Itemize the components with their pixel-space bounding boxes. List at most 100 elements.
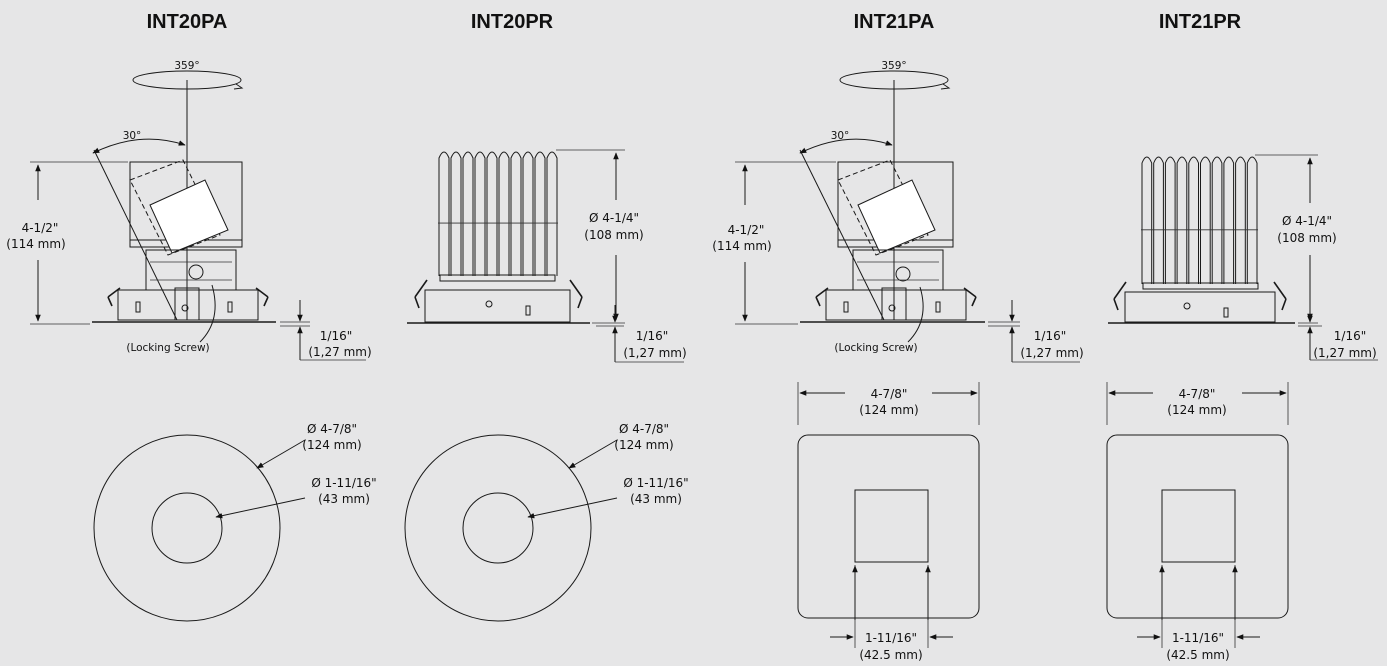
heat-sink-fin (1211, 156, 1223, 284)
side-view-int20pa: 359° 30° 4-1/2" (114 mm) (6, 60, 372, 361)
flange-label-mm: (1,27 mm) (308, 345, 371, 359)
aperture-square (1161, 489, 1236, 563)
model-title-int20pr: INT20PR (471, 11, 554, 33)
heat-sink-fin (1235, 156, 1246, 284)
height-label-mm: (114 mm) (712, 239, 771, 253)
mounting-frame (424, 289, 571, 323)
front-view-int20pr: Ø 4-7/8" (124 mm) Ø 1-11/16" (43 mm) (404, 422, 689, 622)
tilt-label: 30° (831, 130, 850, 142)
inner-width-label-mm: (42.5 mm) (1166, 648, 1229, 662)
model-title-int21pr: INT21PR (1159, 11, 1242, 33)
spring-clip-left (815, 287, 829, 298)
tilted-module (857, 179, 936, 254)
heat-sink-fin (450, 151, 462, 276)
flange-label-mm: (1,27 mm) (1020, 346, 1083, 360)
front-view-int21pr: 4-7/8" (124 mm) 1-11/16" (42.5 mm) (1106, 382, 1289, 662)
model-title-int20pa: INT20PA (147, 11, 228, 33)
inner-diameter-leader (215, 497, 306, 519)
rotation-label: 359° (881, 60, 906, 72)
diameter-label-in: Ø 4-1/4" (1282, 214, 1332, 228)
spring-clip-left (107, 287, 121, 298)
inner-width-label-in: 1-11/16" (865, 631, 917, 645)
outer-width-label-mm: (124 mm) (1167, 403, 1226, 417)
outer-width-label-in: 4-7/8" (1179, 387, 1216, 401)
heat-sink-fins (1141, 156, 1258, 284)
inner-diameter-leader (527, 497, 618, 519)
spring-clip-right (569, 279, 583, 298)
spring-clip-right (255, 287, 269, 298)
heat-sink-fin (486, 151, 498, 276)
outer-diameter-leader (256, 439, 306, 469)
heat-sink-fin (534, 151, 546, 276)
tilted-module (149, 179, 229, 254)
heat-sink-fin (1200, 156, 1211, 284)
outer-width-label-in: 4-7/8" (871, 387, 908, 401)
heat-sink-fin (1188, 156, 1199, 284)
heat-sink-fin (1164, 156, 1176, 284)
flange-label-in: 1/16" (320, 329, 352, 343)
heat-sink-fin (1141, 156, 1153, 284)
tilted-module-outline (129, 159, 221, 256)
spring-clip-right (963, 287, 977, 298)
outer-diameter-label-in: Ø 4-7/8" (307, 422, 357, 436)
flange-label-mm: (1,27 mm) (623, 346, 686, 360)
front-view-int20pa: Ø 4-7/8" (124 mm) Ø 1-11/16" (43 mm) (93, 422, 377, 622)
spring-clip-left (414, 279, 428, 298)
heat-sink-fin (522, 151, 534, 276)
trim-outer-square (1106, 434, 1289, 619)
tilt-axis (93, 149, 178, 321)
inner-width-label-in: 1-11/16" (1172, 631, 1224, 645)
rotation-arrowhead-icon (233, 83, 244, 90)
heat-sink-fin (474, 151, 486, 276)
flange-label-in: 1/16" (1334, 329, 1366, 343)
side-view-int21pr: Ø 4-1/4" (108 mm) 1/16" (1,27 mm) (1108, 154, 1378, 361)
inner-diameter-label-in: Ø 1-11/16" (623, 476, 688, 490)
locking-screw-label: (Locking Screw) (834, 342, 917, 354)
locking-screw-icon (895, 266, 911, 282)
height-label-in: 4-1/2" (22, 221, 59, 235)
inner-diameter-label-in: Ø 1-11/16" (311, 476, 376, 490)
outer-diameter-label-mm: (124 mm) (614, 438, 673, 452)
outer-diameter-label-mm: (124 mm) (302, 438, 361, 452)
flange-label-in: 1/16" (1034, 329, 1066, 343)
mounting-frame (825, 289, 967, 321)
diameter-label-mm: (108 mm) (584, 228, 643, 242)
outer-diameter-leader (568, 439, 618, 469)
locking-screw-icon (188, 264, 204, 280)
flange-label-mm: (1,27 mm) (1313, 346, 1376, 360)
heat-sink-fins (438, 151, 558, 276)
spring-clip-left (1113, 281, 1127, 300)
heat-sink-fin (1246, 156, 1258, 284)
tilt-label: 30° (123, 130, 142, 142)
rotation-label: 359° (174, 60, 199, 72)
heat-sink-fin (1153, 156, 1164, 284)
heat-sink-fin (462, 151, 474, 276)
mounting-frame (1124, 291, 1276, 323)
diameter-label-in: Ø 4-1/4" (589, 211, 639, 225)
outer-width-label-mm: (124 mm) (859, 403, 918, 417)
locking-screw-leader (907, 286, 924, 343)
trim-outer-circle (404, 434, 592, 622)
model-title-int21pa: INT21PA (854, 11, 935, 33)
aperture-circle (151, 492, 223, 564)
heat-sink-fin (510, 151, 522, 276)
inner-diameter-label-mm: (43 mm) (630, 492, 682, 506)
rotation-arrowhead-icon (940, 83, 951, 90)
spring-clip-right (1273, 281, 1287, 300)
height-label-mm: (114 mm) (6, 237, 65, 251)
inner-diameter-label-mm: (43 mm) (318, 492, 370, 506)
trim-outer-square (797, 434, 980, 619)
heat-sink-fin (438, 151, 450, 276)
trim-outer-circle (93, 434, 281, 622)
mounting-frame (117, 289, 259, 321)
tilt-arc (799, 138, 893, 154)
locking-screw-label: (Locking Screw) (126, 342, 209, 354)
heat-sink-fin (1176, 156, 1188, 284)
heat-sink-fin (1223, 156, 1235, 284)
aperture-circle (462, 492, 534, 564)
tilted-module-outline (837, 159, 929, 256)
side-view-int20pr: Ø 4-1/4" (108 mm) 1/16" (1,27 mm) (407, 149, 687, 363)
side-view-int21pa: 359° 30° 4-1/2" (114 mm) (712, 60, 1084, 363)
